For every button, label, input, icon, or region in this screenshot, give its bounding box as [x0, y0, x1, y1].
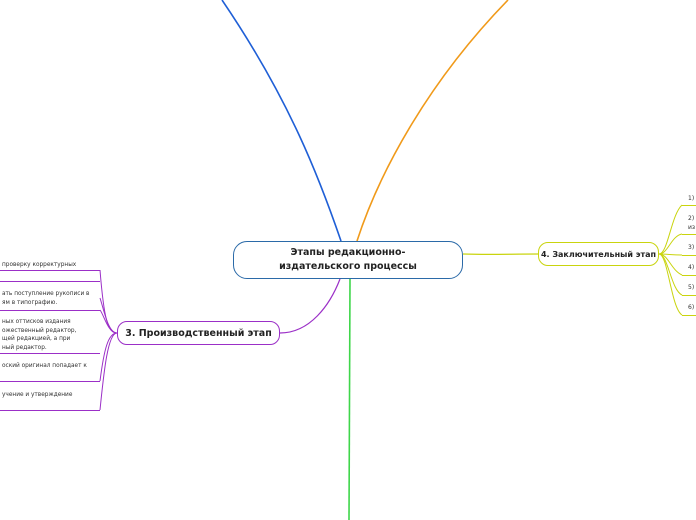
list-item[interactable]: 2) из [688, 215, 696, 231]
green-branch-line [348, 278, 351, 520]
list-item[interactable]: проверку корректурных [2, 262, 77, 268]
branch-final-stage[interactable]: 4. Заключительный этап [538, 242, 659, 266]
branch-production-stage-label: 3. Производственный этап [125, 327, 272, 339]
blue-branch-line [221, 0, 342, 242]
list-item[interactable]: 5) [688, 284, 695, 291]
list-item[interactable]: 3) [688, 244, 695, 251]
orange-branch-line [356, 0, 509, 242]
branch-final-stage-label: 4. Заключительный этап [540, 249, 657, 259]
branch-production-stage[interactable]: 3. Производственный этап [117, 321, 280, 345]
list-item[interactable]: 1) [688, 195, 695, 202]
list-item[interactable]: 4) [688, 264, 695, 271]
list-item[interactable]: ать поступление рукописи в ям в типограф… [2, 291, 90, 306]
list-item[interactable]: 6) [688, 304, 695, 311]
central-topic-label: Этапы редакционно-издательского процессы [279, 247, 417, 272]
central-topic[interactable]: Этапы редакционно-издательского процессы [233, 241, 463, 279]
list-item[interactable]: ных оттисков издания ожественный редакто… [2, 319, 77, 351]
list-item[interactable]: учение и утверждение [2, 392, 73, 398]
purple-branch-line [279, 278, 341, 334]
list-item[interactable]: оский оригинал попадает к [2, 363, 87, 369]
